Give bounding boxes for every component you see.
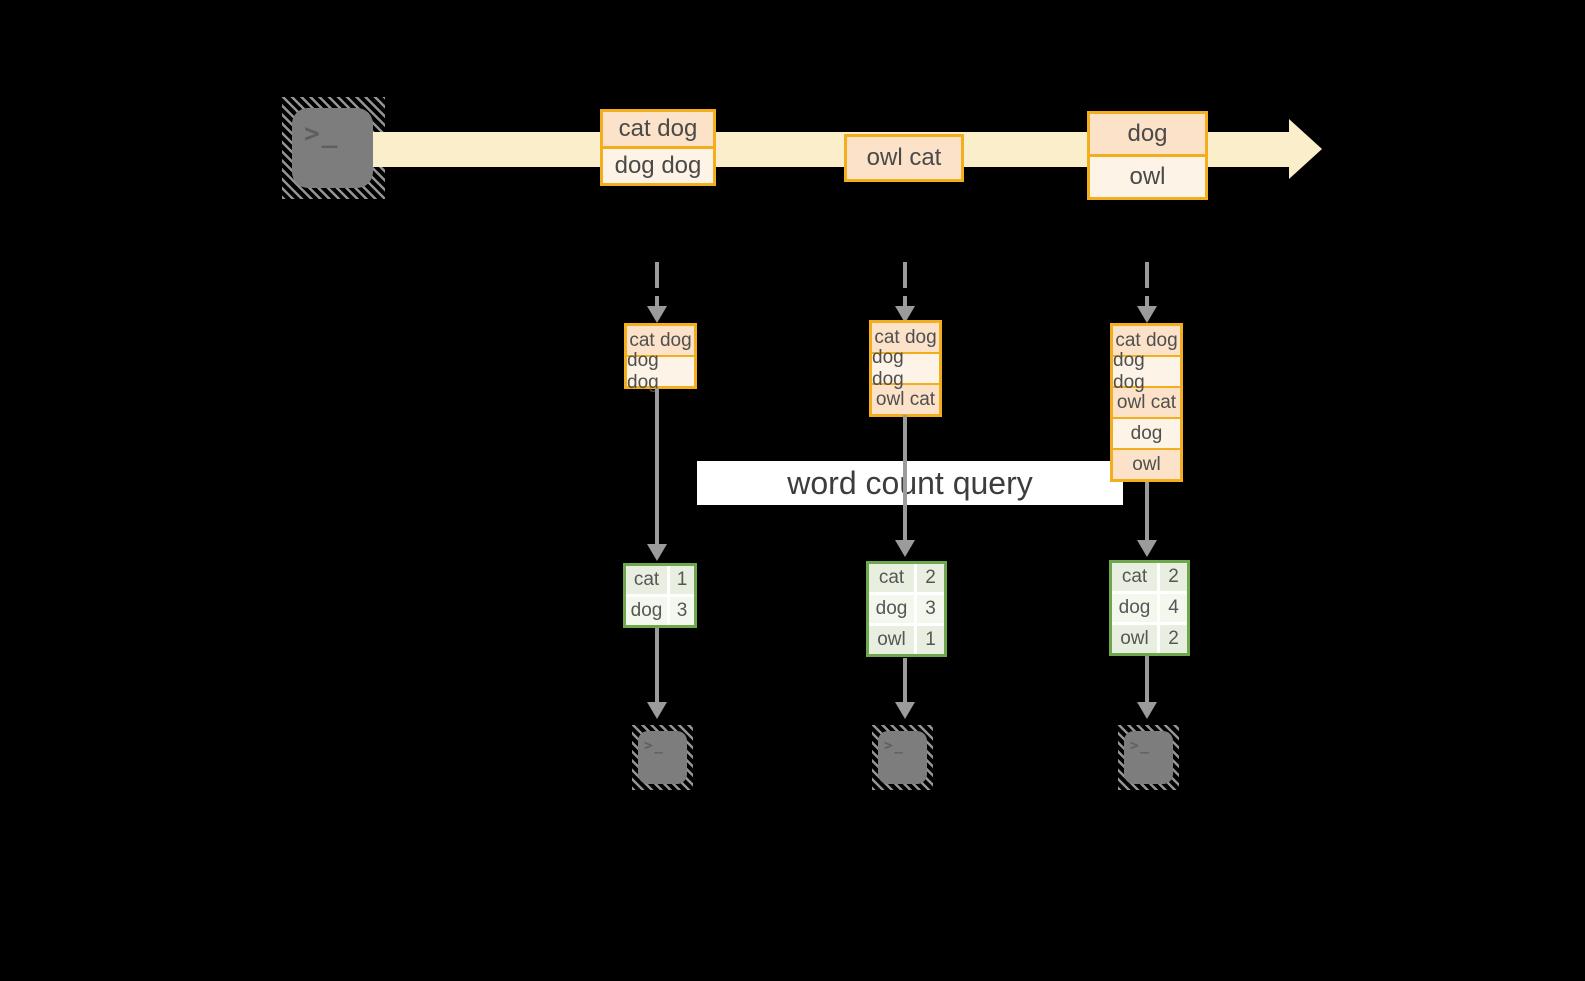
dashed-arrow-segment [655,296,659,308]
input-row: dog dog [627,350,694,393]
record: dog [1090,114,1205,154]
result-word: cat [869,564,914,592]
terminal-icon: >_ [282,97,385,199]
terminal-icon: >_ [872,725,933,790]
query-label: word count query [787,464,1033,501]
record: dog dog [603,146,713,183]
terminal-prompt-glyph: >_ [644,738,665,754]
input-row: dog [1113,417,1180,448]
terminal-prompt-glyph: >_ [1130,738,1151,754]
result-word: dog [869,595,914,623]
input-row: owl cat [1113,386,1180,417]
dashed-arrow-segment [655,262,659,288]
stream-batch-3: dog owl [1087,111,1208,200]
arrow-down-icon [647,544,667,561]
dashed-arrow-segment [903,296,907,308]
terminal-icon-body [1124,731,1173,784]
result-count: 2 [1160,625,1187,653]
input-row: dog dog [1113,350,1180,393]
terminal-prompt-glyph: >_ [304,119,340,149]
result-word: dog [1112,594,1157,622]
query-band: word count query [697,461,1123,505]
arrow-line [903,415,907,540]
stream-batch-2: owl cat [844,134,964,182]
arrow-down-icon [895,306,915,323]
arrow-down-icon [1137,306,1157,323]
result-word: dog [626,597,667,625]
result-count: 1 [670,566,694,594]
arrow-down-icon [647,306,667,323]
arrow-down-icon [1137,702,1157,719]
result-count: 3 [670,597,694,625]
result-table-3: cat 2 dog 4 owl 2 [1109,560,1190,656]
arrow-line [1145,656,1149,702]
input-row: cat dog [1113,326,1180,355]
arrow-line [1145,482,1149,540]
result-word: owl [869,626,914,654]
terminal-icon: >_ [1118,725,1179,790]
result-count: 2 [917,564,944,592]
result-table-1: cat 1 dog 3 [623,563,697,628]
stream-arrowhead-icon [1289,119,1322,179]
dashed-arrow-segment [1145,296,1149,308]
arrow-down-icon [895,702,915,719]
arrow-line [655,388,659,544]
stream-batch-1: cat dog dog dog [600,109,716,186]
terminal-prompt-glyph: >_ [884,738,905,754]
arrow-down-icon [1137,540,1157,557]
input-row: dog dog [872,347,939,390]
input-row: cat dog [872,323,939,352]
arrow-line [903,658,907,702]
input-row: owl cat [872,383,939,414]
terminal-icon: >_ [632,725,693,790]
input-row: owl [1113,448,1180,479]
result-word: owl [1112,625,1157,653]
input-table-1: cat dog dog dog [624,323,697,393]
input-table-3: cat dog dog dog owl cat dog owl [1110,323,1183,482]
result-word: cat [626,566,667,594]
result-table-2: cat 2 dog 3 owl 1 [866,561,947,657]
result-count: 1 [917,626,944,654]
record: owl cat [847,137,961,179]
record: cat dog [603,112,713,146]
result-count: 4 [1160,594,1187,622]
record: owl [1090,154,1205,197]
terminal-icon-body [292,108,373,188]
result-count: 2 [1160,563,1187,591]
dashed-arrow-segment [903,262,907,288]
dashed-arrow-segment [1145,262,1149,288]
input-row: cat dog [627,326,694,355]
terminal-icon-body [638,731,687,784]
input-table-2: cat dog dog dog owl cat [869,320,942,417]
terminal-icon-body [878,731,927,784]
result-word: cat [1112,563,1157,591]
arrow-line [655,628,659,702]
arrow-down-icon [895,540,915,557]
result-count: 3 [917,595,944,623]
arrow-down-icon [647,702,667,719]
